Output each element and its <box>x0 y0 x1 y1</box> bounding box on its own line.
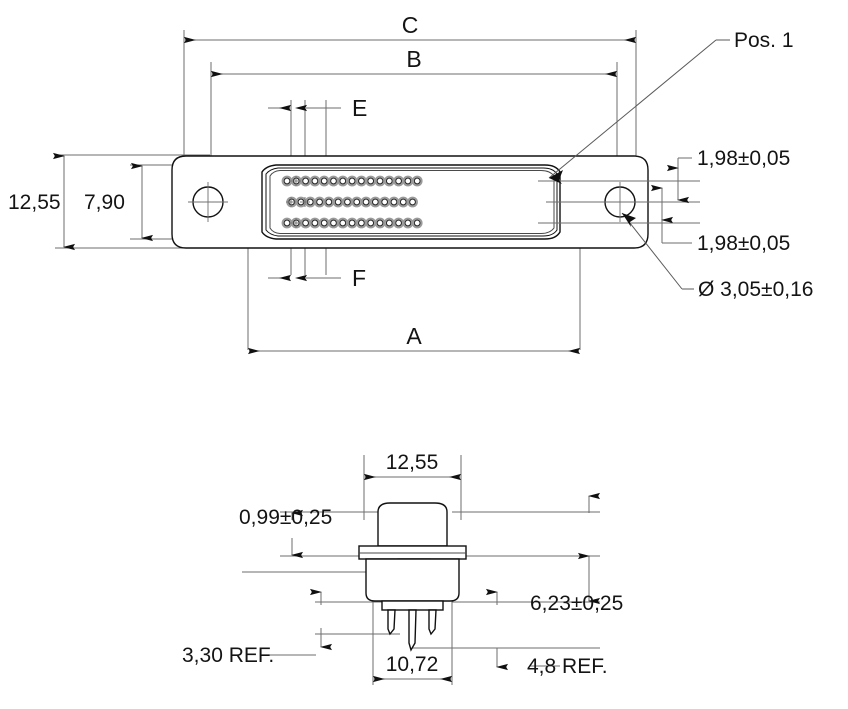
contact-pin <box>283 177 291 185</box>
contact-pin <box>325 198 333 206</box>
contact-pin <box>302 177 310 185</box>
contact-pin <box>311 219 319 227</box>
callout-mounting-hole-diameter: Ø 3,05±0,16 <box>621 212 813 301</box>
dimension-10-72-label: 10,72 <box>386 653 439 676</box>
dimension-flange-width: 12,55 <box>364 451 461 481</box>
contact-pin <box>348 177 356 185</box>
dimension-pin-length-ref: 3,30 REF. <box>182 588 332 667</box>
contact-pin <box>385 219 393 227</box>
side-view-extension-lines <box>363 455 462 685</box>
dimension-pitch-upper-label: 1,98±0,05 <box>697 147 790 170</box>
dimension-body-depth: 6,23±0,25 <box>530 492 623 615</box>
contact-pin <box>357 177 365 185</box>
dimension-c-label: C <box>402 12 419 38</box>
dimension-6-23-label: 6,23±0,25 <box>530 592 623 615</box>
dimension-3-30-ref-label: 3,30 REF. <box>182 644 274 667</box>
contact-pin <box>413 219 421 227</box>
contact-pin-halo <box>411 175 423 187</box>
contact-pin <box>404 219 412 227</box>
dimension-f-label: F <box>352 265 366 291</box>
contact-pin <box>385 177 393 185</box>
dimension-pitch-upper: 1,98±0,05 <box>667 147 790 204</box>
contact-pin-halo <box>411 217 423 229</box>
connector-d-shroud <box>261 164 561 240</box>
contact-pin <box>390 198 398 206</box>
dimension-4-8-ref-label: 4,8 REF. <box>527 655 608 678</box>
callout-pos-1: Pos. 1 <box>548 29 794 184</box>
contact-pin <box>367 219 375 227</box>
contact-pin-array <box>281 175 423 229</box>
contact-pin <box>320 219 328 227</box>
dimension-e-label: E <box>352 95 367 121</box>
contact-pin-halo <box>407 196 418 208</box>
dimension-pitch-lower-label: 1,98±0,05 <box>697 232 790 255</box>
dimension-12-55-top-label: 12,55 <box>8 191 61 214</box>
callout-pos-1-label: Pos. 1 <box>734 29 794 52</box>
contact-pin <box>371 198 379 206</box>
dimension-7-90-label: 7,90 <box>84 191 125 214</box>
contact-pin <box>316 198 323 206</box>
contact-pin <box>353 198 361 206</box>
contact-pin <box>376 219 384 227</box>
mounting-hole-left <box>188 182 228 222</box>
dimension-pitch-lower: 1,98±0,05 <box>651 184 790 255</box>
contact-pin <box>409 198 416 206</box>
contact-pin <box>334 198 342 206</box>
contact-pin <box>320 177 328 185</box>
dimension-flange-thickness: 0,99±0,25 <box>239 506 332 559</box>
dimension-a-label: A <box>406 323 422 349</box>
contact-pin <box>357 219 365 227</box>
dimension-a: A <box>248 323 580 355</box>
side-view-projection-lines-right <box>412 511 600 667</box>
contact-pin <box>348 219 356 227</box>
contact-pin <box>362 198 370 206</box>
contact-pin <box>395 177 403 185</box>
contact-pin <box>367 177 375 185</box>
contact-pin <box>330 219 337 227</box>
contact-pin <box>395 219 403 227</box>
contact-pin <box>376 177 384 185</box>
dimension-height-overall: 12,55 <box>8 152 210 251</box>
contact-pin <box>399 198 407 206</box>
callout-mounting-hole-diameter-label: Ø 3,05±0,16 <box>698 278 813 301</box>
dimension-shell-width: 10,72 <box>373 653 452 683</box>
dimension-b-label: B <box>406 46 421 72</box>
dimension-b: B <box>211 46 617 78</box>
contact-pin <box>344 198 351 206</box>
contact-pin <box>283 219 291 227</box>
solder-pins <box>387 609 437 652</box>
contact-pin <box>404 177 412 185</box>
contact-pin <box>302 219 310 227</box>
dimension-f: F <box>268 265 366 291</box>
dimension-pin-tail-ref: 4,8 REF. <box>486 588 608 678</box>
contact-pin <box>339 177 347 185</box>
side-view-group: 12,55 10,72 <box>182 451 623 685</box>
dimension-c: C <box>184 12 636 44</box>
connector-side-profile <box>358 502 467 611</box>
contact-pin <box>413 177 421 185</box>
contact-pin <box>381 198 389 206</box>
contact-pin <box>339 219 347 227</box>
dimension-12-55-side-label: 12,55 <box>386 451 439 474</box>
contact-pin <box>330 177 337 185</box>
dimension-0-99-label: 0,99±0,25 <box>239 506 332 529</box>
top-view-group: C B E F <box>8 12 813 355</box>
contact-pin <box>311 177 319 185</box>
dimension-e: E <box>268 95 367 121</box>
